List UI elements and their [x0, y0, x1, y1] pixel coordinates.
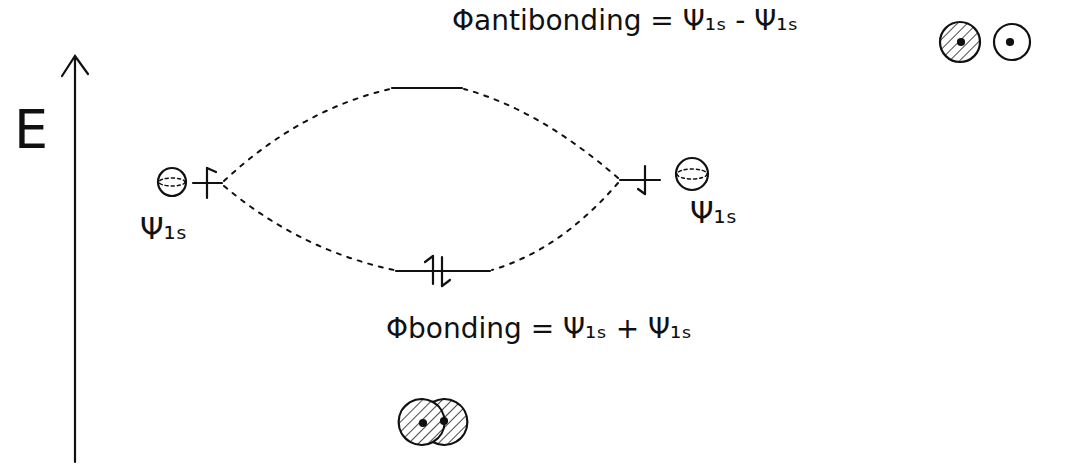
s-orbital-left: [158, 168, 186, 196]
orbital-equation: Φbonding = Ψ₁ₛ + Ψ₁ₛ: [386, 314, 692, 345]
orbital-label: Ψ₁ₛ: [140, 212, 187, 245]
bonding-orbital-picture: [399, 399, 468, 445]
axis-label: E: [14, 100, 48, 159]
orbital-label: Ψ₁ₛ: [690, 196, 737, 229]
electron-arrows: [207, 166, 645, 286]
orbital-equation: Φantibonding = Ψ₁ₛ - Ψ₁ₛ: [452, 6, 798, 37]
antibonding-orbital-picture: [940, 22, 1030, 62]
energy-axis: [74, 58, 76, 462]
axis-arrowhead: [62, 56, 88, 76]
energy-level: [392, 87, 462, 89]
energy-level: [620, 179, 660, 181]
correlation-lines: [224, 89, 618, 270]
s-orbital-right: [676, 158, 708, 190]
